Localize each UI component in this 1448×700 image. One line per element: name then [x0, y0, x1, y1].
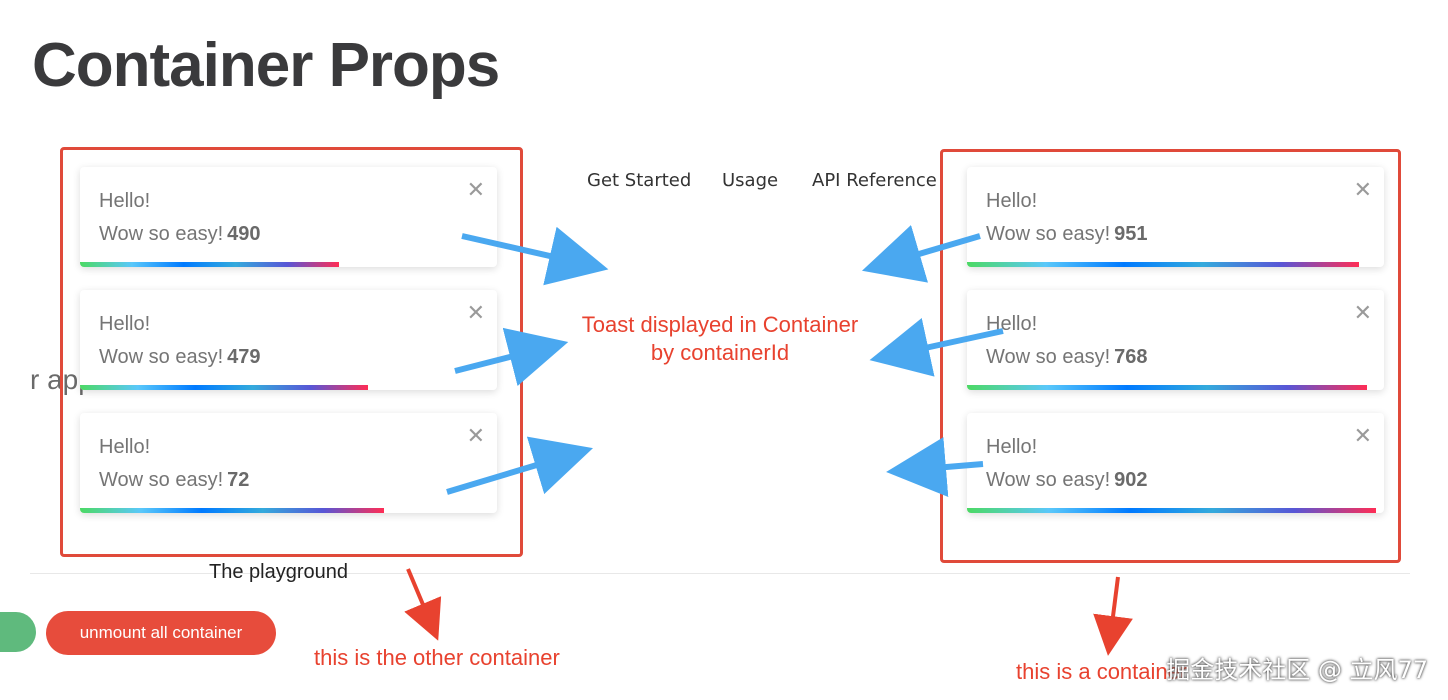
toast-message: Wow so easy!951 [986, 223, 1148, 245]
toast-right-1[interactable]: Hello! Wow so easy!951 ✕ [967, 167, 1384, 267]
center-annotation-line1: Toast displayed in Container [581, 312, 859, 337]
arrow-red-right [1093, 576, 1133, 656]
nav-usage[interactable]: Usage [722, 170, 779, 191]
toast-message: Wow so easy!490 [99, 223, 261, 245]
toast-message: Wow so easy!768 [986, 346, 1148, 368]
close-icon[interactable]: ✕ [466, 177, 485, 202]
nav-get-started[interactable]: Get Started [587, 170, 692, 191]
toast-title: Hello! [99, 190, 151, 212]
toast-right-3[interactable]: Hello! Wow so easy!902 ✕ [967, 413, 1384, 513]
toast-progress-bar [80, 508, 385, 513]
toast-right-2[interactable]: Hello! Wow so easy!768 ✕ [967, 290, 1384, 390]
close-icon[interactable]: ✕ [1353, 300, 1372, 325]
toast-progress-bar [967, 508, 1376, 513]
toast-title: Hello! [99, 436, 151, 458]
toast-title: Hello! [986, 190, 1038, 212]
label-a-container: this is a container [1016, 659, 1188, 684]
toast-left-3[interactable]: Hello! Wow so easy!72 ✕ [80, 413, 497, 513]
center-annotation-line2: by containerId [650, 340, 790, 365]
partial-green-button[interactable] [0, 612, 36, 652]
center-annotation: Toast displayed in Container by containe… [540, 311, 900, 367]
toast-count: 72 [227, 469, 250, 491]
close-icon[interactable]: ✕ [466, 423, 485, 448]
toast-left-2[interactable]: Hello! Wow so easy!479 ✕ [80, 290, 497, 390]
nav-api-reference[interactable]: API Reference [812, 170, 937, 191]
arrow-red-left [404, 568, 442, 641]
section-divider [30, 573, 1410, 574]
page-title: Container Props [32, 31, 500, 100]
toast-progress-bar [80, 385, 368, 390]
close-icon[interactable]: ✕ [1353, 177, 1372, 202]
close-icon[interactable]: ✕ [466, 300, 485, 325]
top-nav: Get Started Usage API Reference [0, 170, 1448, 194]
toast-progress-bar [967, 385, 1368, 390]
toast-message: Wow so easy!72 [99, 469, 250, 491]
unmount-all-container-button[interactable]: unmount all container [46, 611, 276, 655]
toast-title: Hello! [986, 313, 1038, 335]
label-other-container: this is the other container [314, 645, 560, 670]
toast-count: 479 [227, 346, 261, 368]
toast-message: Wow so easy!902 [986, 469, 1148, 491]
close-icon[interactable]: ✕ [1353, 423, 1372, 448]
toast-count: 768 [1114, 346, 1148, 368]
toast-count: 490 [227, 223, 261, 245]
toast-title: Hello! [986, 436, 1038, 458]
toast-progress-bar [80, 262, 339, 267]
toast-left-1[interactable]: Hello! Wow so easy!490 ✕ [80, 167, 497, 267]
toast-message: Wow so easy!479 [99, 346, 261, 368]
watermark: 掘金技术社区 @ 立风77 [1166, 656, 1428, 684]
toast-progress-bar [967, 262, 1359, 267]
toast-count: 902 [1114, 469, 1148, 491]
toast-title: Hello! [99, 313, 151, 335]
playground-heading: The playground [209, 561, 348, 583]
toast-count: 951 [1114, 223, 1148, 245]
